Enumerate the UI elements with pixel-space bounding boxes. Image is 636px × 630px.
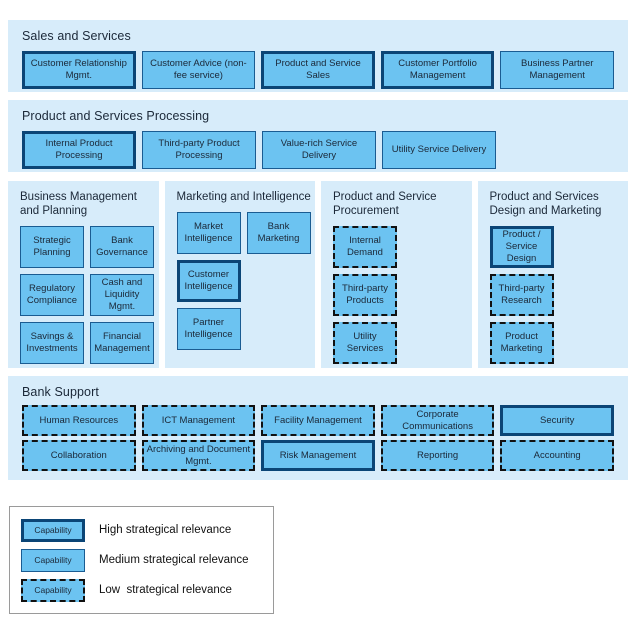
capability-row: Internal Product Processing Third-party … bbox=[8, 123, 628, 169]
capability-ict-management[interactable]: ICT Management bbox=[141, 405, 256, 436]
capability-customer-advice-non-fee-service[interactable]: Customer Advice (non-fee service) bbox=[141, 51, 256, 89]
capability-collaboration[interactable]: Collaboration bbox=[22, 440, 136, 471]
capability-bank-marketing[interactable]: Bank Marketing bbox=[246, 212, 311, 254]
section-product-and-service-procurement: Product and Service Procurement Internal… bbox=[321, 181, 472, 368]
middle-column-group: Business Management and Planning Strateg… bbox=[8, 181, 628, 368]
capability-row: Human Resources ICT Management Facility … bbox=[8, 399, 628, 436]
section-business-management-and-planning: Business Management and Planning Strateg… bbox=[8, 181, 159, 368]
capability-internal-product-processing[interactable]: Internal Product Processing bbox=[22, 131, 136, 169]
legend: Capability High strategical relevance Ca… bbox=[9, 506, 274, 614]
capability-customer-relationship-mgmt[interactable]: Customer Relationship Mgmt. bbox=[22, 51, 136, 89]
capability-security[interactable]: Security bbox=[500, 405, 614, 436]
capability-utility-service-delivery[interactable]: Utility Service Delivery bbox=[382, 131, 496, 169]
legend-row-high: Capability High strategical relevance bbox=[10, 515, 273, 545]
capability-grid: Market Intelligence Bank Marketing Custo… bbox=[165, 204, 311, 350]
capability-savings-and-investments[interactable]: Savings & Investments bbox=[20, 322, 84, 364]
section-product-and-services-processing: Product and Services Processing Internal… bbox=[8, 100, 628, 172]
legend-swatch-high: Capability bbox=[21, 518, 85, 542]
capability-cash-and-liquidity-mgmt[interactable]: Cash and Liquidity Mgmt. bbox=[90, 274, 154, 316]
legend-row-medium: Capability Medium strategical relevance bbox=[10, 545, 273, 575]
section-product-and-services-design-and-marketing: Product and Services Design and Marketin… bbox=[477, 181, 628, 368]
section-bank-support: Bank Support Human Resources ICT Managem… bbox=[8, 376, 628, 480]
section-title: Product and Services Design and Marketin… bbox=[489, 191, 602, 217]
capability-grid: Product / Service Design Third-party Res… bbox=[478, 218, 624, 364]
capability-customer-portfolio-management[interactable]: Customer Portfolio Management bbox=[380, 51, 495, 89]
section-title: Product and Services Processing bbox=[22, 109, 210, 123]
capability-product-and-service-sales[interactable]: Product and Service Sales bbox=[261, 51, 375, 89]
capability-third-party-product-processing[interactable]: Third-party Product Processing bbox=[142, 131, 256, 169]
section-title: Bank Support bbox=[22, 385, 99, 399]
capability-corporate-communications[interactable]: Corporate Communications bbox=[380, 405, 495, 436]
capability-risk-management[interactable]: Risk Management bbox=[261, 440, 375, 471]
capability-accounting[interactable]: Accounting bbox=[500, 440, 614, 471]
capability-financial-management[interactable]: Financial Management bbox=[90, 322, 154, 364]
grid-spacer bbox=[403, 274, 467, 316]
section-title: Business Management and Planning bbox=[20, 191, 137, 217]
section-title: Sales and Services bbox=[22, 29, 131, 43]
legend-label-medium: Medium strategical relevance bbox=[99, 554, 249, 566]
capability-regulatory-compliance[interactable]: Regulatory Compliance bbox=[20, 274, 84, 316]
grid-spacer bbox=[560, 274, 624, 316]
capability-bank-governance[interactable]: Bank Governance bbox=[90, 226, 154, 268]
capability-reporting[interactable]: Reporting bbox=[380, 440, 495, 471]
capability-partner-intelligence[interactable]: Partner Intelligence bbox=[176, 308, 241, 350]
capability-third-party-products[interactable]: Third-party Products bbox=[333, 274, 397, 316]
capability-internal-demand[interactable]: Internal Demand bbox=[333, 226, 397, 268]
capability-human-resources[interactable]: Human Resources bbox=[22, 405, 136, 436]
capability-strategic-planning[interactable]: Strategic Planning bbox=[20, 226, 84, 268]
legend-swatch-medium: Capability bbox=[21, 548, 85, 572]
grid-spacer bbox=[403, 226, 467, 268]
capability-business-partner-management[interactable]: Business Partner Management bbox=[500, 51, 615, 89]
section-marketing-and-intelligence: Marketing and Intelligence Market Intell… bbox=[164, 181, 315, 368]
capability-archiving-and-document-mgmt[interactable]: Archiving and Document Mgmt. bbox=[141, 440, 256, 471]
capability-third-party-research[interactable]: Third-party Research bbox=[489, 274, 554, 316]
legend-row-low: Capability Low strategical relevance bbox=[10, 575, 273, 605]
legend-label-low: Low strategical relevance bbox=[99, 584, 232, 596]
legend-label-high: High strategical relevance bbox=[99, 524, 232, 536]
legend-swatch-low: Capability bbox=[21, 578, 85, 602]
capability-value-rich-service-delivery[interactable]: Value-rich Service Delivery bbox=[262, 131, 376, 169]
section-sales-and-services: Sales and Services Customer Relationship… bbox=[8, 20, 628, 92]
capability-grid: Internal Demand Third-party Products Uti… bbox=[321, 218, 467, 364]
capability-grid: Strategic Planning Bank Governance Regul… bbox=[8, 218, 154, 364]
section-title: Product and Service Procurement bbox=[333, 191, 437, 217]
capability-facility-management[interactable]: Facility Management bbox=[261, 405, 375, 436]
section-title: Marketing and Intelligence bbox=[176, 191, 311, 203]
grid-spacer bbox=[247, 260, 311, 302]
capability-market-intelligence[interactable]: Market Intelligence bbox=[176, 212, 241, 254]
capability-utility-services[interactable]: Utility Services bbox=[333, 322, 397, 364]
grid-spacer bbox=[560, 226, 624, 268]
capability-product-marketing[interactable]: Product Marketing bbox=[489, 322, 554, 364]
capability-row: Collaboration Archiving and Document Mgm… bbox=[8, 436, 628, 471]
capability-product-service-design[interactable]: Product / Service Design bbox=[489, 226, 554, 268]
capability-customer-intelligence[interactable]: Customer Intelligence bbox=[176, 260, 241, 302]
capability-row: Customer Relationship Mgmt. Customer Adv… bbox=[8, 43, 628, 89]
